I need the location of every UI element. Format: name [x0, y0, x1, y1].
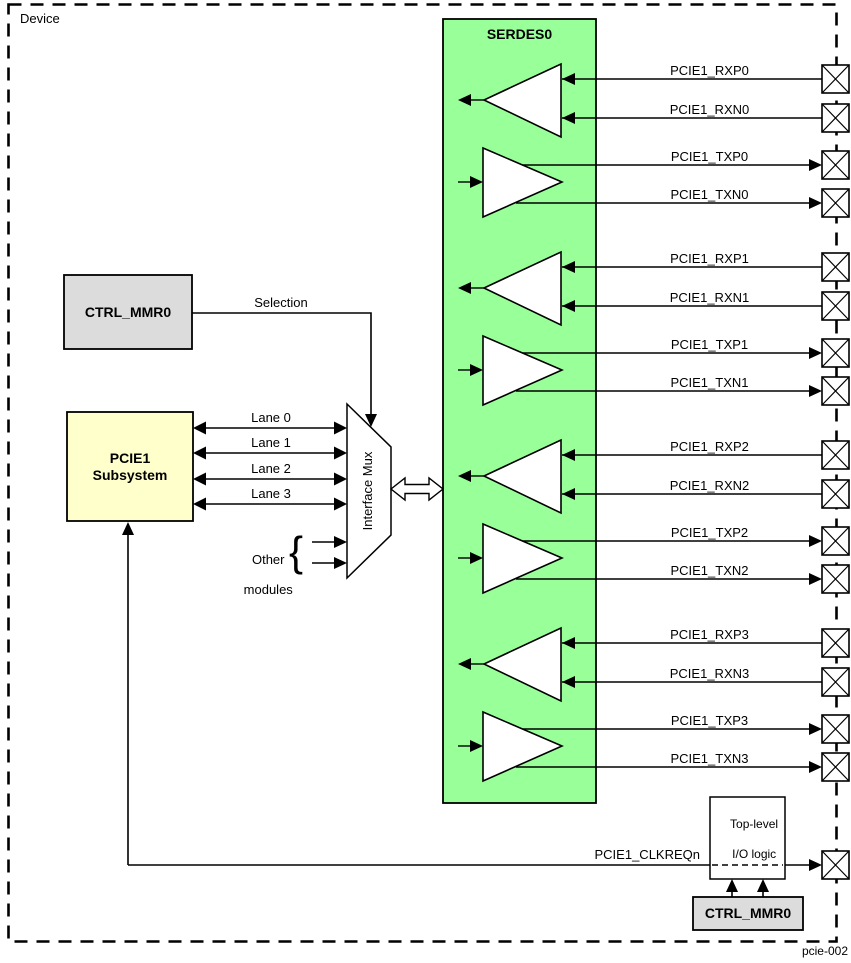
signal-label-rxn3: PCIE1_RXN3 [669, 666, 750, 681]
signal-label-txn2: PCIE1_TXN2 [670, 563, 749, 578]
other-modules-brace: { [289, 528, 304, 575]
signal-label-rxp1: PCIE1_RXP1 [670, 251, 749, 266]
figure-id: pcie-002 [801, 944, 848, 958]
ctrl-mmr0-bottom-box [692, 896, 804, 931]
signal-label-txn0: PCIE1_TXN0 [670, 187, 749, 202]
ctrl-mmr0-top-box [63, 274, 193, 350]
pcie1-subsystem-label: PCIE1 Subsystem [67, 412, 193, 521]
ctrl-mmr0-top-label: CTRL_MMR0 [84, 303, 172, 320]
mux-serdes-double-arrow [389, 476, 445, 502]
other-modules-label: Other modules [211, 537, 311, 612]
signal-label-txp2: PCIE1_TXP2 [670, 525, 749, 540]
selection-line [192, 312, 372, 415]
clkreq-routing [122, 522, 822, 871]
io-logic-line1: Top-level [730, 817, 779, 831]
pcie1-subsystem-line2: Subsystem [92, 466, 168, 483]
signal-label-rxp2: PCIE1_RXP2 [670, 439, 749, 454]
signal-label-txp3: PCIE1_TXP3 [670, 713, 749, 728]
serdes0-title: SERDES0 [486, 25, 553, 42]
ctrl-mmr0-bottom-label: CTRL_MMR0 [704, 905, 792, 921]
device-boundary [7, 3, 838, 943]
signal-label-rxp3: PCIE1_RXP3 [670, 627, 749, 642]
selection-label: Selection [254, 295, 308, 310]
signal-label-rxp0: PCIE1_RXP0 [670, 63, 749, 78]
signal-label-rxn1: PCIE1_RXN1 [669, 290, 750, 305]
interface-mux-label: Interface Mux [360, 451, 375, 531]
signal-label-txn3: PCIE1_TXN3 [670, 751, 749, 766]
signal-label-txp1: PCIE1_TXP1 [670, 337, 749, 352]
signal-label-rxn0: PCIE1_RXN0 [669, 102, 750, 117]
signal-label-rxn2: PCIE1_RXN2 [669, 478, 750, 493]
other-modules-line1: Other [251, 552, 285, 567]
pcie1-subsystem-line1: PCIE1 [109, 449, 151, 466]
io-logic-line2: I/O logic [732, 847, 777, 861]
ctrl-mmr0-control-arrows [726, 879, 769, 897]
signal-label-txp0: PCIE1_TXP0 [670, 149, 749, 164]
lane2-label: Lane 2 [251, 461, 291, 476]
lane0-label: Lane 0 [251, 410, 291, 425]
lane1-label: Lane 1 [251, 435, 291, 450]
device-label: Device [20, 11, 60, 26]
other-modules-line2: modules [243, 582, 293, 597]
pcie1-subsystem-box [66, 411, 194, 522]
selection-arrowhead [365, 414, 377, 427]
clkreq-pad [821, 850, 850, 880]
top-level-io-logic-label: Top-level I/O logic [710, 802, 785, 877]
signal-label-txn1: PCIE1_TXN1 [670, 375, 749, 390]
clkreq-label: PCIE1_CLKREQn [594, 847, 701, 862]
other-modules-arrows [312, 536, 347, 569]
lane3-label: Lane 3 [251, 486, 291, 501]
interface-mux-shape [346, 402, 392, 580]
